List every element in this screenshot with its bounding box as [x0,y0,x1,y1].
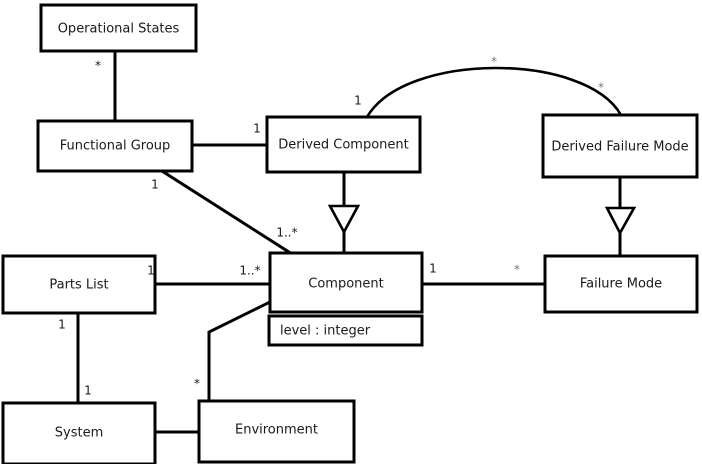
class-name-environment: Environment [235,423,318,438]
class-box-derived-component[interactable]: Derived Component [265,115,422,174]
class-box-parts-list[interactable]: Parts List [1,254,157,315]
class-box-derived-component-rect [265,115,422,174]
class-box-functional-group-rect [36,119,194,173]
multiplicity-parts-list-to-system-top: 1 [58,318,66,332]
association-derived-component-derived-failure-mode [365,66,623,118]
class-name-component: Component [308,277,383,292]
multiplicity-functional-group-to-component-near-target: 1..* [276,226,297,240]
class-name-derived-failure-mode: Derived Failure Mode [551,140,688,155]
class-name-operational-states: Operational States [58,22,180,37]
class-name-failure-mode: Failure Mode [580,277,662,292]
class-name-system: System [55,426,103,441]
class-box-environment[interactable]: Environment [197,399,356,464]
class-box-parts-list-rect [1,254,157,315]
class-name-derived-component: Derived Component [278,138,409,153]
multiplicity-parts-list-right: 1 [147,264,155,278]
class-box-component[interactable]: Component level : integer [267,251,424,347]
multiplicity-environment-to-component: * [194,377,200,391]
class-name-functional-group: Functional Group [60,139,171,154]
generalization-triangle-derived-component-component [327,204,361,235]
class-box-environment-rect [197,399,356,464]
association-functional-group-component [159,168,295,257]
class-box-system[interactable]: System [1,401,157,464]
class-box-functional-group[interactable]: Functional Group [36,119,194,173]
association-environment-component [207,299,273,403]
generalization-triangle-derived-failure-mode-failure-mode [604,206,637,236]
class-name-parts-list: Parts List [49,278,108,293]
class-attribute-component-level: level : integer [280,324,371,339]
multiplicity-derived-component-arc-apex: * [491,55,497,69]
class-attribute-compartment-component [267,314,424,347]
class-box-component-rect [268,251,424,314]
multiplicity-operational-states-to-functional-group: * [95,59,101,73]
multiplicity-derived-failure-mode-arc-right: * [598,81,604,95]
multiplicity-component-to-failure-mode-left: 1 [429,262,437,276]
multiplicity-parts-list-to-component: 1..* [239,264,260,278]
multiplicity-derived-component-arc-left: 1 [354,94,362,108]
class-box-derived-failure-mode-rect [541,113,699,179]
class-box-operational-states[interactable]: Operational States [39,3,198,53]
multiplicity-functional-group-to-component-near-source: 1 [151,178,159,192]
class-box-derived-failure-mode[interactable]: Derived Failure Mode [541,113,699,179]
class-box-failure-mode-rect [543,254,699,314]
multiplicity-functional-group-to-derived-component: 1 [253,122,261,136]
multiplicity-parts-list-to-system-bottom: 1 [84,384,92,398]
class-box-operational-states-rect [39,3,198,53]
class-box-system-rect [1,401,157,464]
multiplicity-component-to-failure-mode-right: * [514,263,520,277]
class-box-failure-mode[interactable]: Failure Mode [543,254,699,314]
